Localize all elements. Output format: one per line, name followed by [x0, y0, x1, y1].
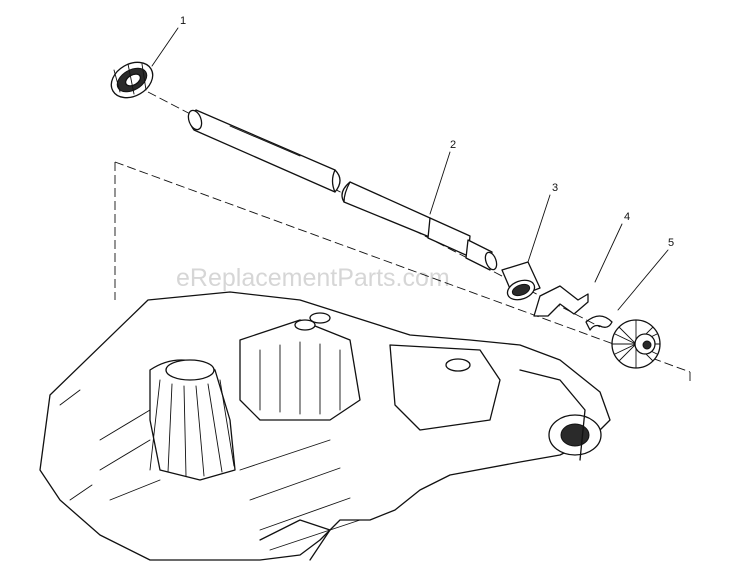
part-5-gear — [585, 315, 661, 369]
part-4-clip — [533, 285, 589, 317]
leader-lines — [151, 27, 669, 311]
callout-4: 4 — [624, 211, 630, 223]
callout-5: 5 — [668, 237, 674, 249]
callout-1: 1 — [180, 15, 186, 27]
part-2-shaft — [187, 109, 498, 271]
watermark-text: eReplacementParts.com — [176, 264, 450, 292]
callout-2: 2 — [450, 139, 456, 151]
callout-3: 3 — [552, 182, 558, 194]
part-3-collar — [501, 261, 541, 301]
transmission-housing — [39, 291, 611, 561]
part-1-seal — [110, 61, 154, 99]
